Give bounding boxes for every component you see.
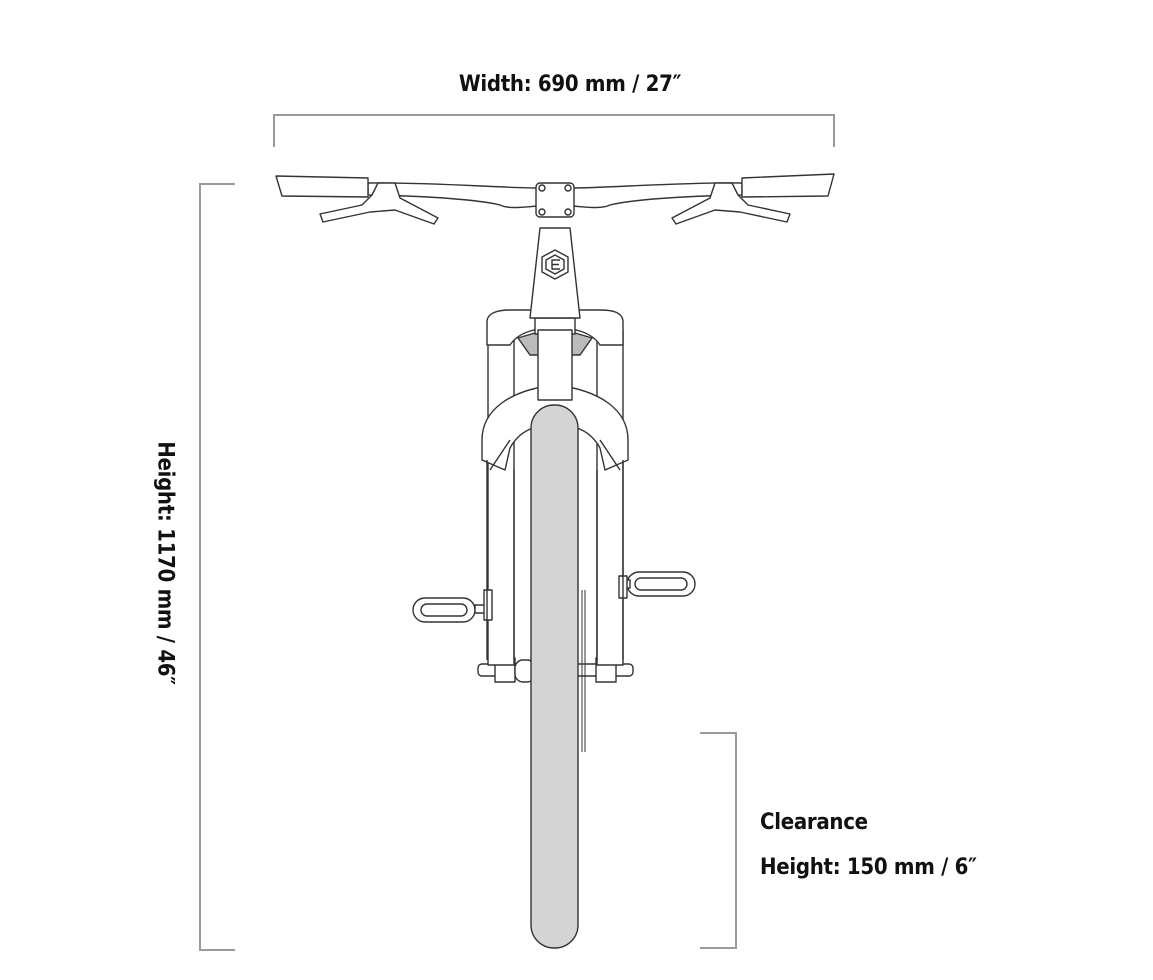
- left-grip: [275, 175, 369, 198]
- height-bracket: [199, 183, 235, 951]
- clearance-bracket: [700, 732, 737, 949]
- left-brake-lever: [319, 182, 439, 225]
- bike-drawing: [275, 173, 835, 949]
- front-tire: [530, 404, 579, 949]
- width-dimension-label: Width: 690 mm / 27″: [458, 72, 682, 97]
- clearance-height-label: Height: 150 mm / 6″: [760, 855, 977, 880]
- height-dimension-label: Height: 1170 mm / 46″: [152, 441, 178, 685]
- width-bracket: [273, 114, 835, 147]
- clearance-title: Clearance: [760, 810, 868, 835]
- right-grip: [741, 173, 835, 198]
- fork-right-leg: [596, 329, 624, 666]
- stem: [535, 182, 575, 218]
- right-brake-lever: [671, 182, 791, 225]
